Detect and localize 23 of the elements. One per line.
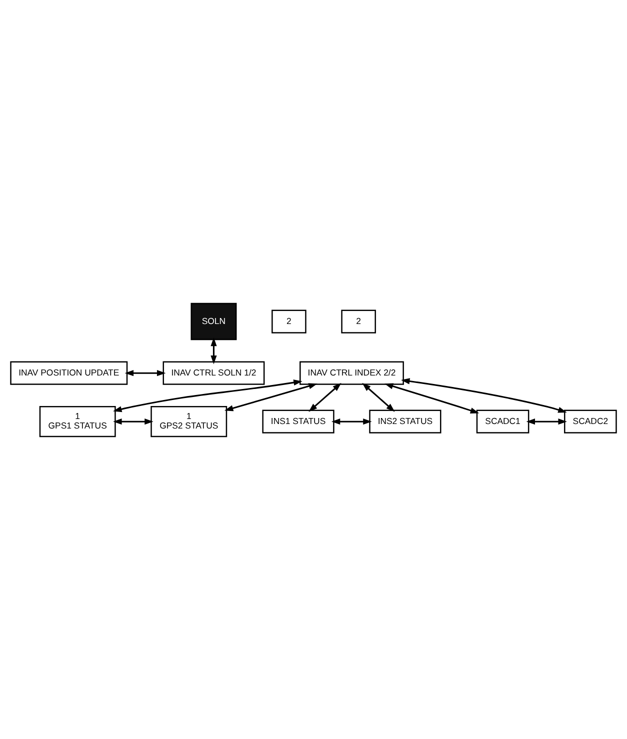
arrow [112, 379, 302, 412]
node-box: INAV CTRL INDEX 2/2 [300, 360, 404, 384]
arrow [124, 370, 166, 376]
arrow [362, 382, 395, 412]
node-box: SCADC2 [564, 409, 617, 433]
node-box: 2 [341, 309, 376, 333]
arrow [331, 418, 372, 424]
node-box: INAV CTRL SOLN 1/2 [162, 360, 265, 384]
arrow [113, 418, 154, 424]
node-box: 1 GPS2 STATUS [150, 406, 228, 437]
node-box: 2 [272, 309, 306, 333]
arrow [526, 418, 567, 424]
node-box: SOLN [190, 302, 237, 340]
arrow [210, 336, 217, 364]
node-box: INS1 STATUS [262, 409, 334, 433]
arrow [224, 382, 318, 411]
node-box: INAV POSITION UPDATE [10, 360, 128, 384]
arrow [384, 382, 480, 413]
node-box: SCADC1 [476, 409, 530, 433]
node-box: 1 GPS1 STATUS [39, 406, 116, 437]
arrow [401, 378, 567, 412]
node-box: INS2 STATUS [369, 409, 442, 433]
arrow [308, 382, 342, 412]
